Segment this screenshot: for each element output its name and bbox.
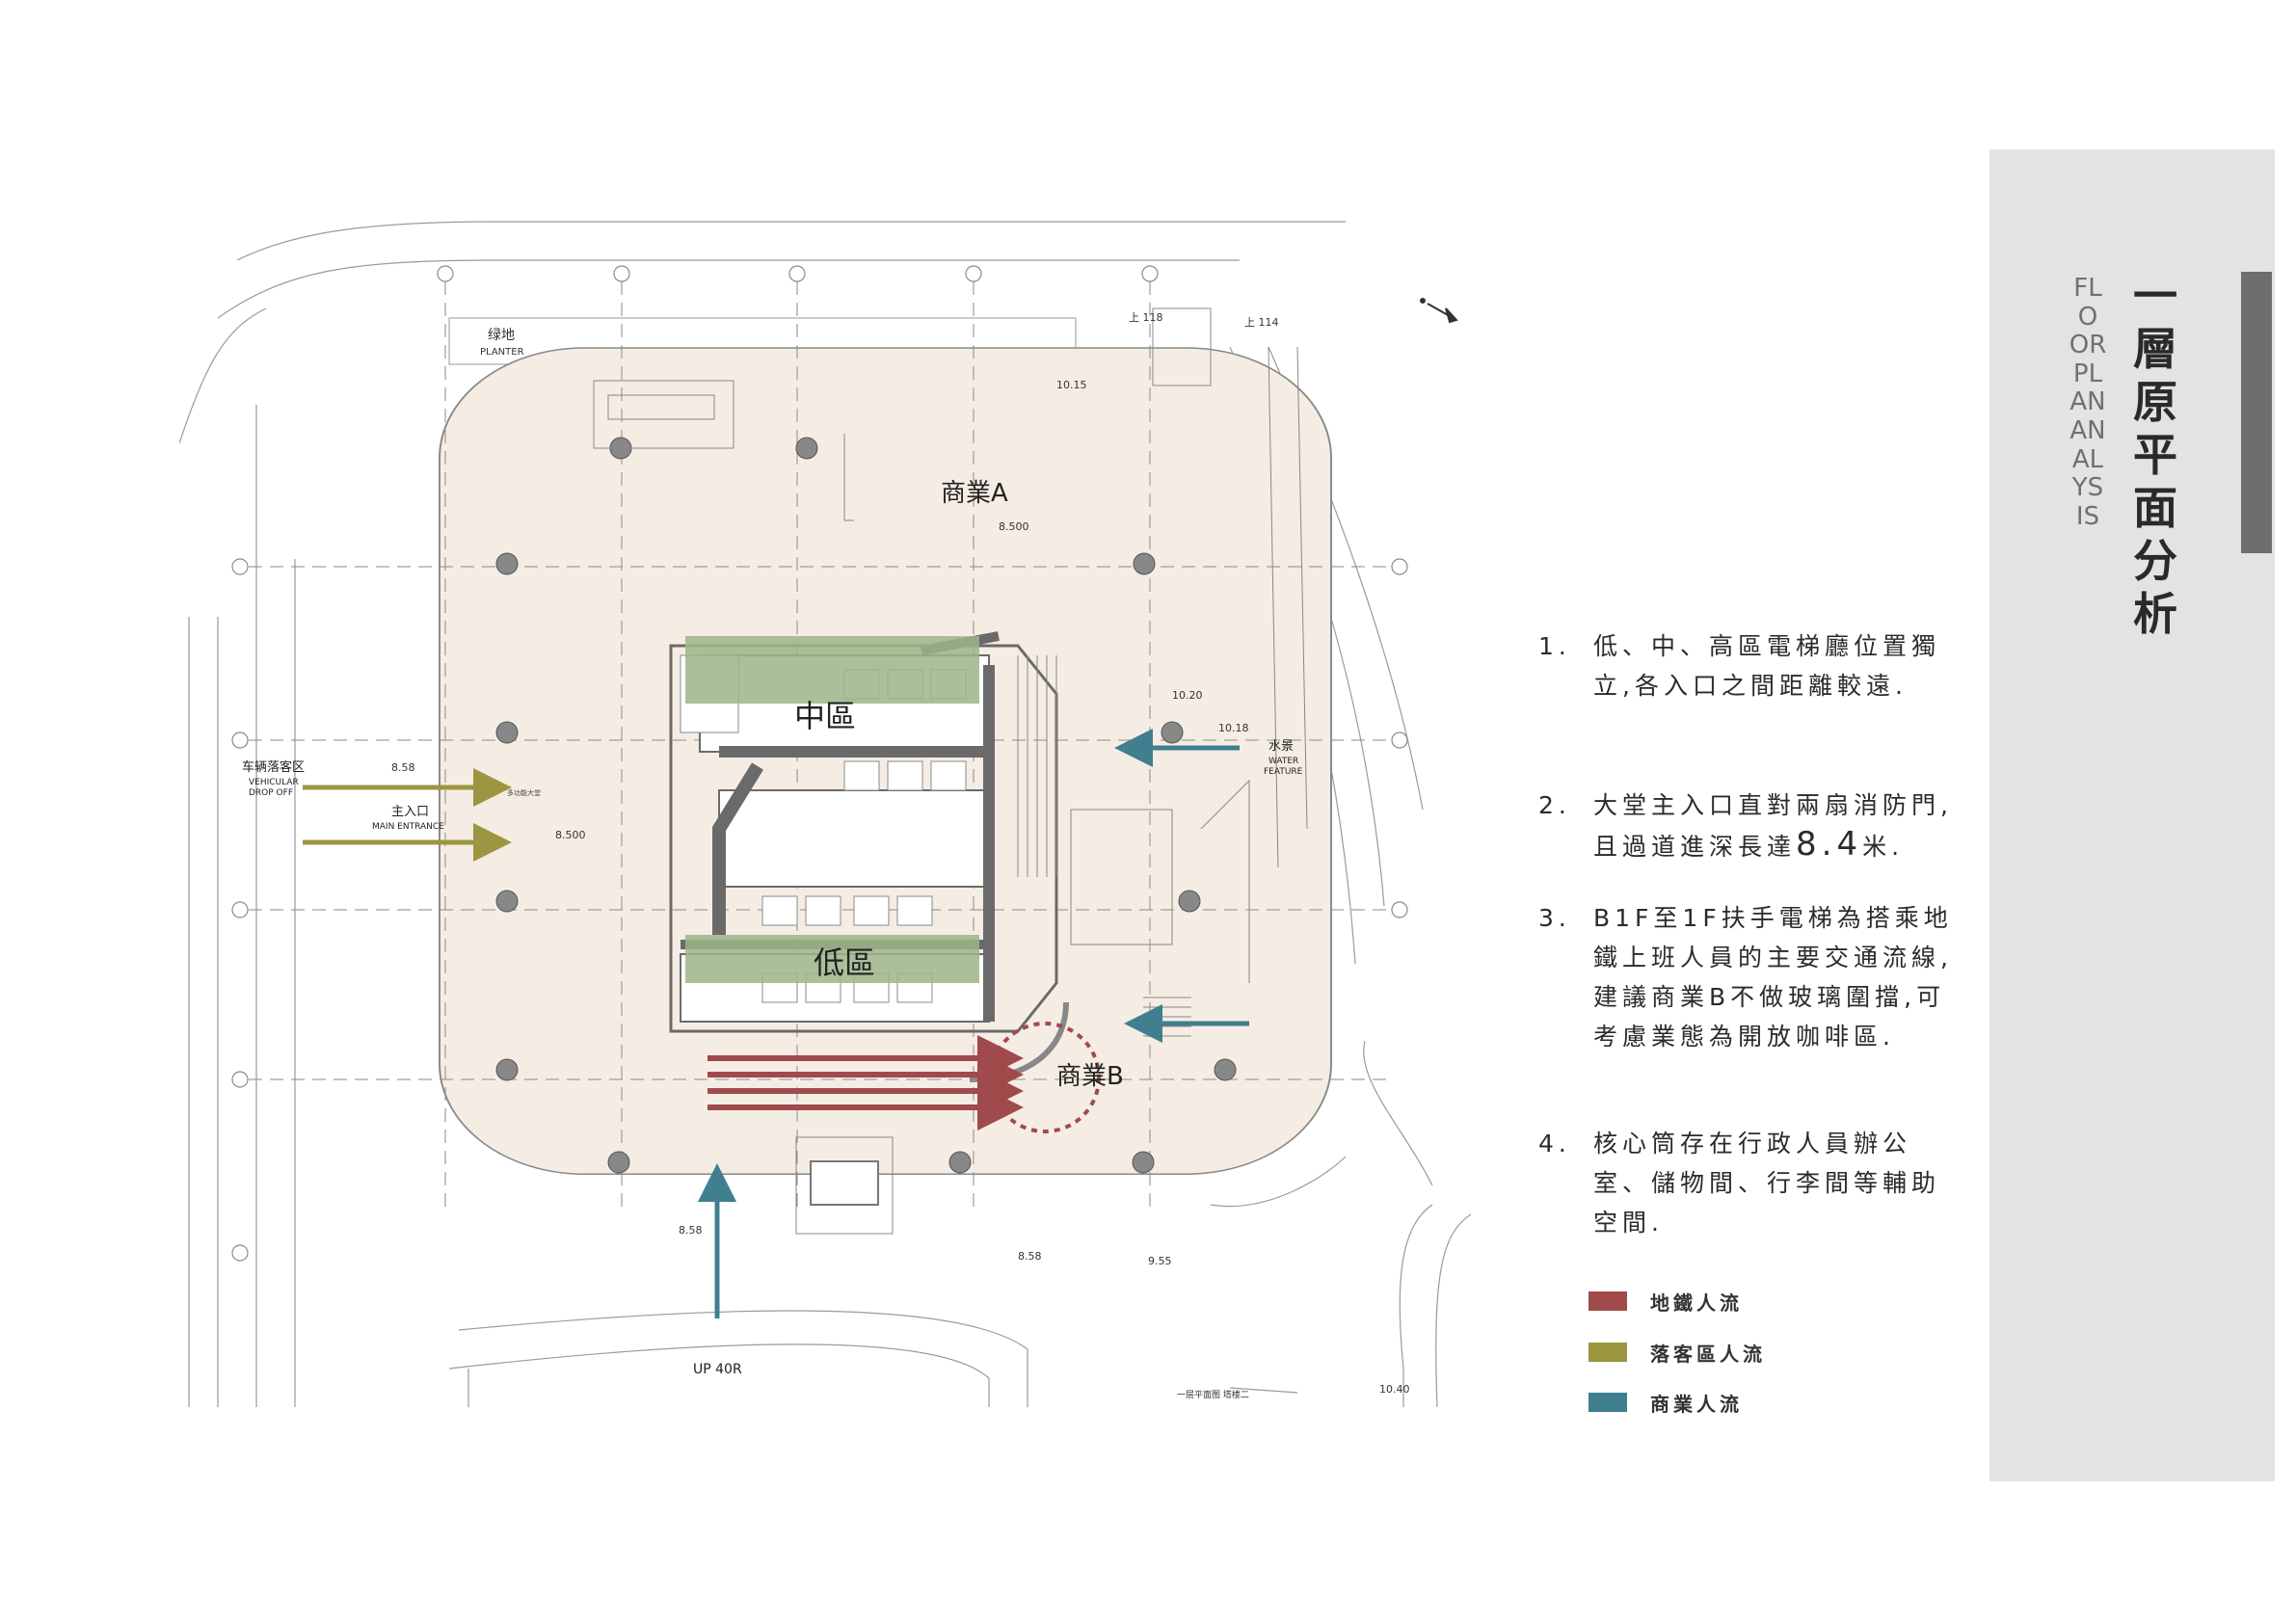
- level-tag: 10.18: [1218, 722, 1249, 734]
- note-text: 核心筒存在行政人員辦公室、儲物間、行李間等輔助空間.: [1593, 1130, 1941, 1237]
- grid-lines: [249, 281, 1392, 1210]
- legend-swatch-commercial: [1589, 1393, 1627, 1412]
- level-tag: 9.55: [1148, 1255, 1172, 1267]
- note-number: 2.: [1538, 791, 1571, 819]
- dropoff-label-en: VEHICULAR: [249, 778, 299, 787]
- level-tag: 10.20: [1172, 689, 1203, 702]
- north-arrow-icon: [1420, 298, 1458, 324]
- note-text-part: 大堂主入口直對兩扇消防門,且過道進深長達: [1593, 791, 1953, 861]
- note-4: 4. 核心筒存在行政人員辦公室、儲物間、行李間等輔助空間.: [1538, 1124, 1962, 1242]
- zone-low-label: 低區: [814, 945, 875, 981]
- dropoff-flow-arrows: [303, 768, 512, 862]
- legend-label: 落客區人流: [1650, 1343, 1766, 1366]
- level-tag: 8.500: [555, 829, 586, 841]
- zone-commercial-b: 商業B: [1056, 1062, 1124, 1091]
- level-tag: 上 114: [1244, 316, 1279, 329]
- note-2: 2. 大堂主入口直對兩扇消防門,且過道進深長達8.4米.: [1538, 785, 1962, 866]
- level-tag: 10.15: [1056, 379, 1087, 391]
- floor-plan: 绿地 PLANTER: [179, 221, 1472, 1408]
- title-panel: [1989, 149, 2275, 1481]
- level-tag: 上 118: [1129, 311, 1163, 324]
- mid-zone-highlight: [685, 636, 979, 704]
- level-tag: 10.40: [1379, 1383, 1410, 1396]
- zone-commercial-a: 商業A: [941, 479, 1008, 508]
- note-text: 大堂主入口直對兩扇消防門,且過道進深長達8.4米.: [1593, 785, 1962, 866]
- planter-label-en: PLANTER: [480, 347, 524, 358]
- water-label-en: WATER: [1268, 757, 1298, 766]
- legend-label: 地鐵人流: [1650, 1291, 1743, 1315]
- note-number: 1.: [1538, 632, 1571, 660]
- low-zone-highlight: [685, 935, 979, 983]
- planter-label: 绿地: [488, 328, 515, 343]
- dropoff-label-en2: DROP OFF: [249, 788, 293, 798]
- bottom-lift: [810, 1160, 879, 1206]
- legend-swatch-subway: [1589, 1291, 1627, 1311]
- dropoff-label: 车辆落客区: [242, 759, 305, 775]
- level-tags: 10.15 10.18 10.20 8.58 8.58 8.58 9.55 10…: [391, 311, 1410, 1396]
- commercial-b-highlight: [989, 1022, 1101, 1133]
- entrance-depth-value: 8.4: [1796, 825, 1863, 864]
- stair-area: [1017, 307, 1308, 1037]
- note-1: 1. 低、中、高區電梯廳位置獨立,各入口之間距離較遠.: [1538, 626, 1962, 705]
- lobby-label: 多功能大堂: [507, 788, 541, 797]
- level-tag: 8.58: [679, 1224, 703, 1237]
- note-text-part: 米.: [1862, 833, 1905, 861]
- ramp-label: UP 40R: [693, 1362, 742, 1377]
- structural-columns: [495, 437, 1237, 1174]
- page-title: 一層原平面分析: [2133, 270, 2177, 640]
- zone-mid-label: 中區: [794, 698, 856, 734]
- level-tag: 8.58: [1018, 1250, 1042, 1263]
- legend-swatch-dropoff: [1589, 1343, 1627, 1362]
- legend-label: 商業人流: [1650, 1393, 1743, 1416]
- panel-tab-marker: [2241, 272, 2272, 553]
- subway-flow-arrows: [707, 1035, 1024, 1131]
- commercial-flow-arrows: [698, 729, 1249, 1318]
- drawing-caption: 一层平面图 塔楼二: [1177, 1389, 1249, 1400]
- note-number: 3.: [1538, 904, 1571, 932]
- level-tag: 8.500: [999, 520, 1029, 533]
- floor-plate: [439, 347, 1332, 1175]
- note-3: 3. B1F至1F扶手電梯為搭乘地鐵上班人員的主要交通流線,建議商業B不做玻璃圍…: [1538, 898, 1962, 1056]
- note-text: B1F至1F扶手電梯為搭乘地鐵上班人員的主要交通流線,建議商業B不做玻璃圍擋,可…: [1593, 904, 1953, 1051]
- level-tag: 8.58: [391, 761, 415, 774]
- water-label: 水景: [1268, 739, 1294, 754]
- water-label-en2: FEATURE: [1264, 767, 1303, 777]
- entrance-label-en: MAIN ENTRANCE: [372, 822, 444, 832]
- page-subtitle: FLOOR PLAN ANALYSIS: [2069, 274, 2107, 531]
- note-number: 4.: [1538, 1130, 1571, 1157]
- note-text: 低、中、高區電梯廳位置獨立,各入口之間距離較遠.: [1593, 632, 1941, 700]
- entrance-label: 主入口: [391, 805, 429, 819]
